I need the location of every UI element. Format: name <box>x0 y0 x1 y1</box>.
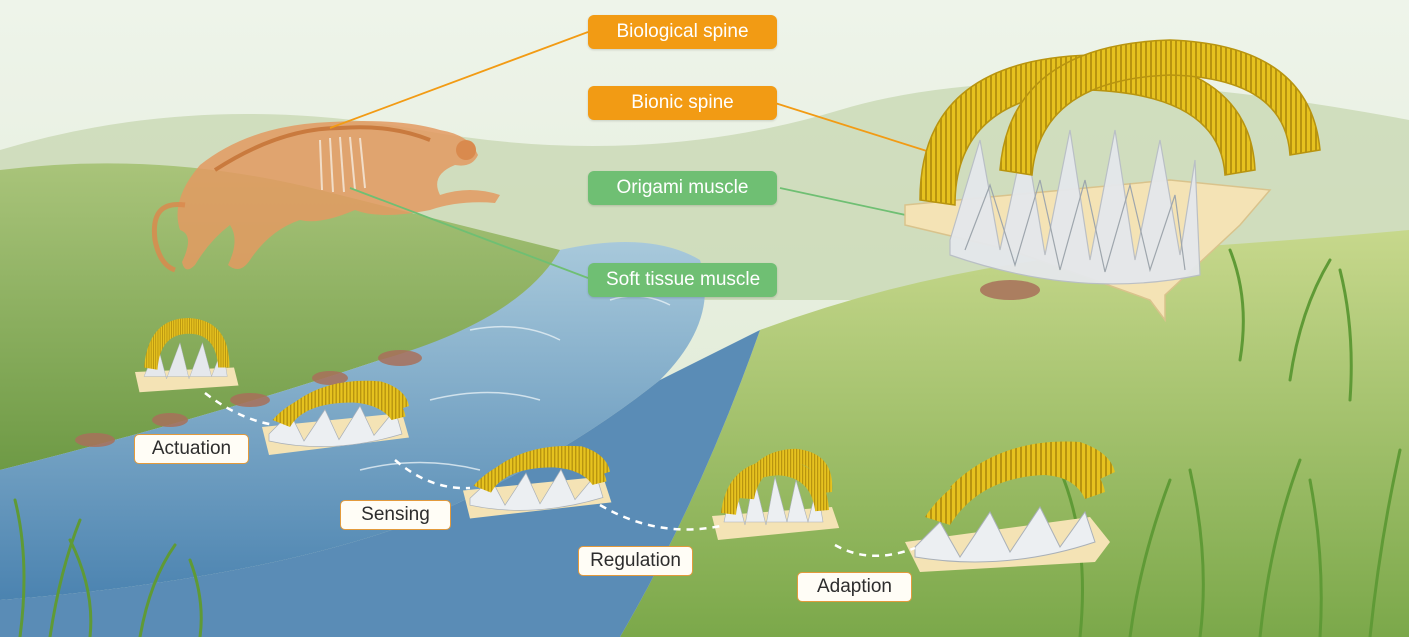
origami-muscle-label: Origami muscle <box>588 171 777 205</box>
adaption-label: Adaption <box>797 572 912 602</box>
actuation-label: Actuation <box>134 434 249 464</box>
biological-spine-label: Biological spine <box>588 15 777 49</box>
bionic-spine-label: Bionic spine <box>588 86 777 120</box>
regulation-label: Regulation <box>578 546 693 576</box>
sensing-label: Sensing <box>340 500 451 530</box>
soft-tissue-muscle-label: Soft tissue muscle <box>588 263 777 297</box>
